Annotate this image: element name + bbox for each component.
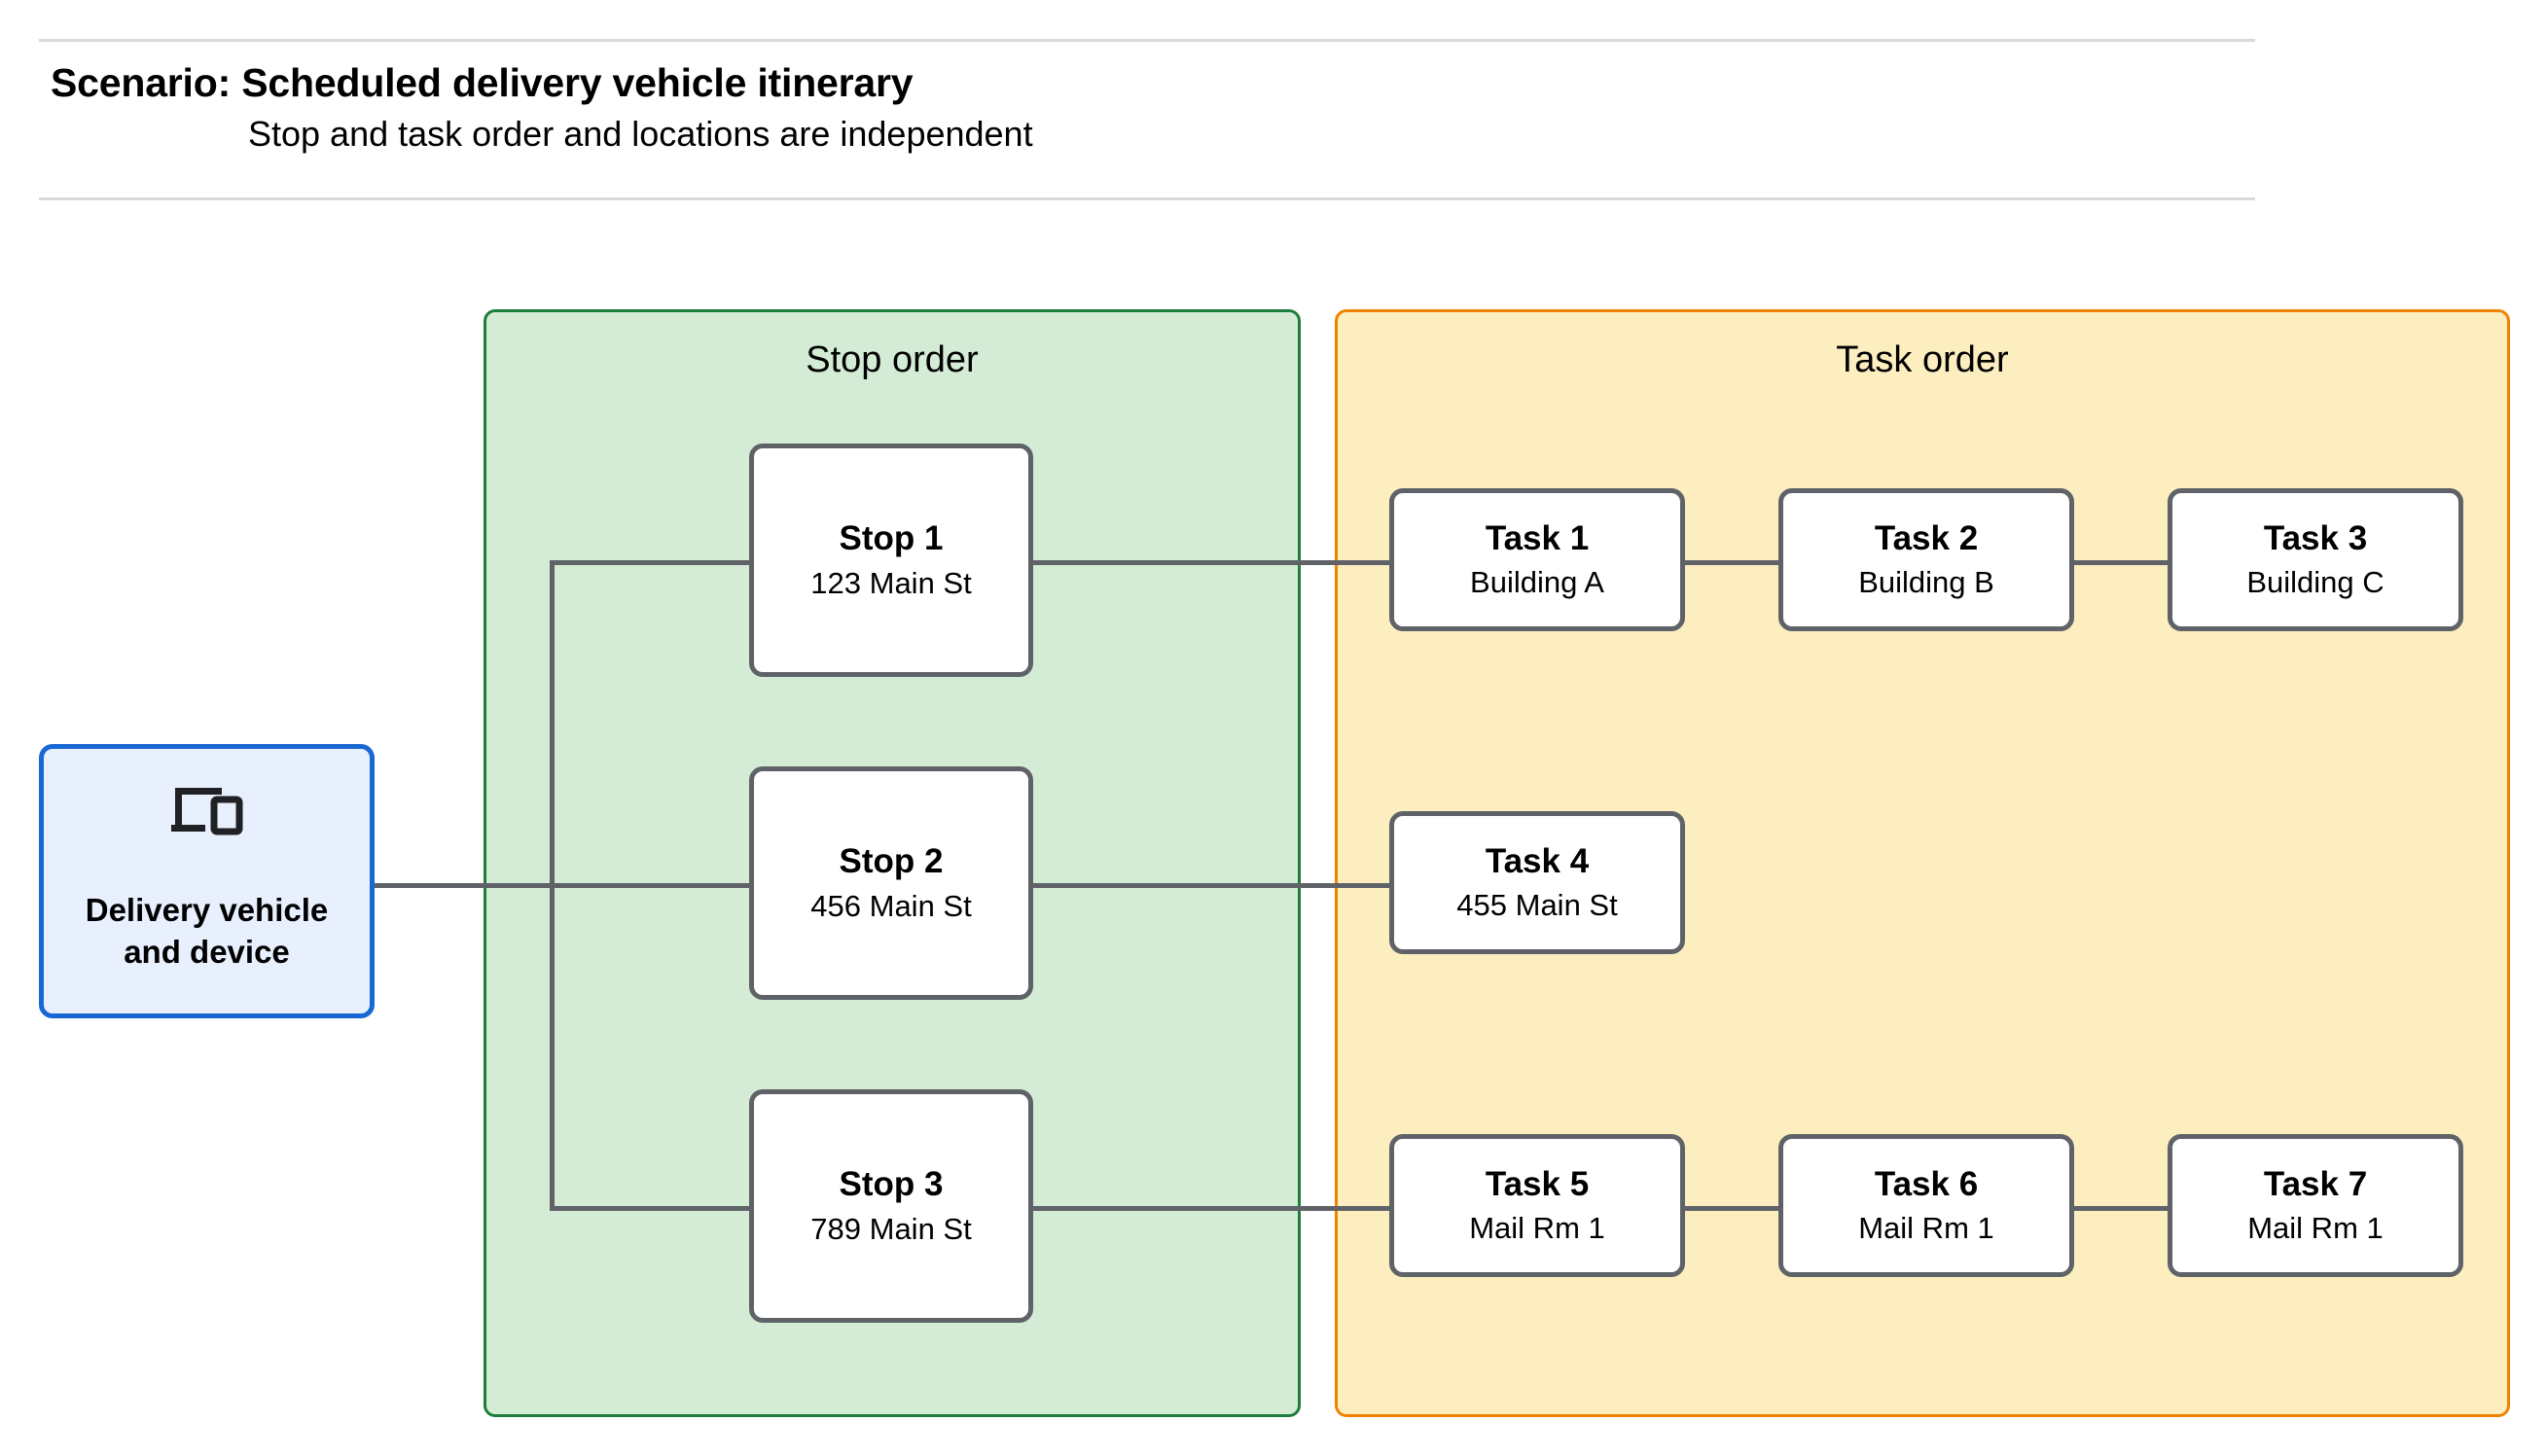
task-node-7[interactable]: Task 7 Mail Rm 1 bbox=[2168, 1134, 2463, 1277]
task-node-location: Building B bbox=[1858, 565, 1994, 600]
connector-stop-3-to-task-5 bbox=[1029, 1206, 1393, 1211]
stop-node-title: Stop 3 bbox=[839, 1165, 944, 1204]
stop-node-2[interactable]: Stop 2 456 Main St bbox=[749, 766, 1033, 1000]
task-node-3[interactable]: Task 3 Building C bbox=[2168, 488, 2463, 631]
task-node-title: Task 4 bbox=[1485, 841, 1590, 880]
task-node-title: Task 6 bbox=[1874, 1164, 1979, 1203]
connector-task-6-to-task-7 bbox=[2068, 1206, 2171, 1211]
stop-node-title: Stop 2 bbox=[839, 842, 944, 881]
header-divider-bottom bbox=[39, 197, 2255, 200]
connector-stop-1-to-task-1 bbox=[1029, 560, 1393, 565]
task-node-location: 455 Main St bbox=[1456, 888, 1618, 923]
connector-task-5-to-task-6 bbox=[1679, 1206, 1782, 1211]
task-node-title: Task 7 bbox=[2263, 1164, 2368, 1203]
stop-node-address: 789 Main St bbox=[810, 1211, 972, 1246]
connector-bus-to-stop-3 bbox=[550, 1206, 754, 1211]
task-order-panel-title: Task order bbox=[1836, 339, 2009, 380]
delivery-vehicle-node[interactable]: Delivery vehicle and device bbox=[39, 744, 375, 1018]
task-node-title: Task 1 bbox=[1485, 518, 1590, 557]
delivery-vehicle-label: Delivery vehicle and device bbox=[85, 892, 329, 970]
connector-bus-to-stop-1 bbox=[550, 560, 754, 565]
task-node-location: Mail Rm 1 bbox=[2247, 1211, 2384, 1246]
task-node-location: Building C bbox=[2246, 565, 2385, 600]
task-node-location: Mail Rm 1 bbox=[1858, 1211, 1994, 1246]
connector-task-1-to-task-2 bbox=[1679, 560, 1782, 565]
task-node-5[interactable]: Task 5 Mail Rm 1 bbox=[1389, 1134, 1685, 1277]
task-node-title: Task 2 bbox=[1874, 518, 1979, 557]
connector-task-2-to-task-3 bbox=[2068, 560, 2171, 565]
stop-node-3[interactable]: Stop 3 789 Main St bbox=[749, 1089, 1033, 1323]
connector-vehicle-to-bus bbox=[375, 883, 555, 888]
stop-node-title: Stop 1 bbox=[839, 519, 944, 558]
task-node-6[interactable]: Task 6 Mail Rm 1 bbox=[1778, 1134, 2074, 1277]
task-node-4[interactable]: Task 4 455 Main St bbox=[1389, 811, 1685, 954]
connector-stop-2-to-task-4 bbox=[1029, 883, 1393, 888]
task-node-location: Mail Rm 1 bbox=[1469, 1211, 1605, 1246]
stop-node-address: 456 Main St bbox=[810, 888, 972, 923]
header-divider-top bbox=[39, 39, 2255, 42]
task-node-2[interactable]: Task 2 Building B bbox=[1778, 488, 2074, 631]
stop-node-1[interactable]: Stop 1 123 Main St bbox=[749, 444, 1033, 677]
devices-icon bbox=[169, 784, 245, 845]
stop-node-address: 123 Main St bbox=[810, 565, 972, 600]
page-subtitle: Stop and task order and locations are in… bbox=[248, 114, 1033, 154]
task-node-title: Task 3 bbox=[2263, 518, 2368, 557]
stop-order-panel-title: Stop order bbox=[806, 339, 979, 380]
connector-bus-to-stop-2 bbox=[550, 883, 754, 888]
task-node-location: Building A bbox=[1470, 565, 1604, 600]
task-node-title: Task 5 bbox=[1485, 1164, 1590, 1203]
task-node-1[interactable]: Task 1 Building A bbox=[1389, 488, 1685, 631]
page-title: Scenario: Scheduled delivery vehicle iti… bbox=[51, 60, 914, 105]
